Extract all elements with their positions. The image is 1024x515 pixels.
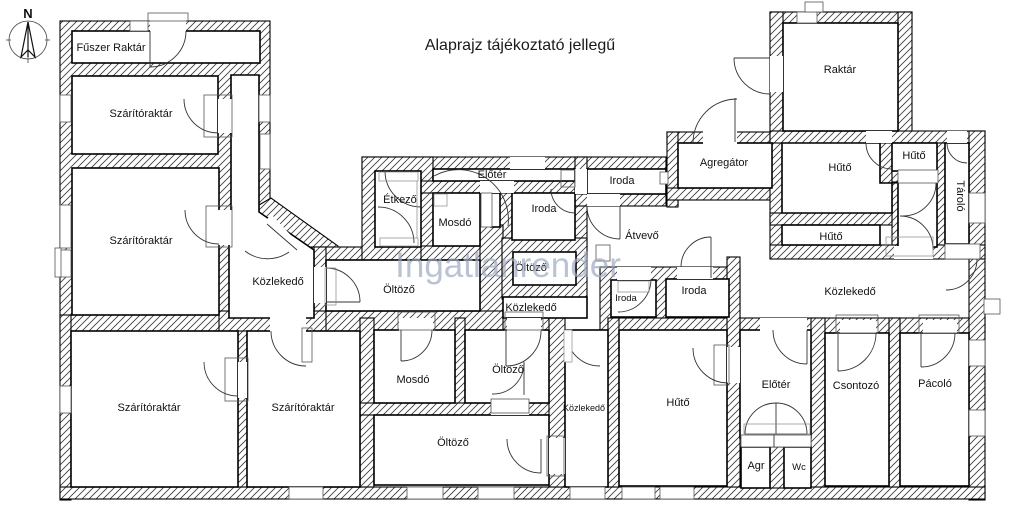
svg-text:Étkező: Étkező (383, 193, 417, 206)
svg-text:Szárítóraktár: Szárítóraktár (272, 402, 335, 414)
svg-text:Ingatlanrender: Ingatlanrender (395, 246, 621, 285)
svg-text:Átvevő: Átvevő (625, 229, 659, 242)
svg-text:Tároló: Tároló (954, 180, 966, 211)
svg-text:Agregátor: Agregátor (700, 157, 749, 169)
svg-text:Előtér: Előtér (478, 169, 507, 181)
svg-text:Öltöző: Öltöző (437, 437, 469, 449)
svg-text:Alaprajz tájékoztató jellegű: Alaprajz tájékoztató jellegű (425, 37, 615, 54)
svg-text:Iroda: Iroda (531, 203, 557, 215)
svg-text:N: N (23, 6, 32, 21)
svg-text:Szárítóraktár: Szárítóraktár (110, 235, 173, 247)
svg-text:Mosdó: Mosdó (438, 217, 471, 229)
svg-text:Fűszer Raktár: Fűszer Raktár (76, 42, 145, 54)
svg-text:Iroda: Iroda (609, 175, 635, 187)
svg-text:Szárítóraktár: Szárítóraktár (118, 402, 181, 414)
svg-text:Öltöző: Öltöző (383, 284, 415, 296)
svg-text:Előtér: Előtér (762, 379, 791, 391)
svg-text:Szárítóraktár: Szárítóraktár (110, 108, 173, 120)
svg-text:Raktár: Raktár (824, 64, 857, 76)
svg-text:Öltöző: Öltöző (515, 262, 547, 274)
svg-text:Mosdó: Mosdó (396, 374, 429, 386)
svg-text:Iroda: Iroda (681, 285, 707, 297)
svg-text:Pácoló: Pácoló (918, 378, 952, 390)
svg-text:Közlekedő: Közlekedő (563, 403, 605, 413)
svg-text:Hűtő: Hűtő (666, 397, 689, 409)
svg-text:Csontozó: Csontozó (833, 380, 879, 392)
svg-text:Öltöző: Öltöző (492, 364, 524, 376)
svg-text:Agr: Agr (747, 460, 764, 472)
svg-text:Közlekedő: Közlekedő (824, 286, 875, 298)
svg-text:Közlekedő: Közlekedő (505, 302, 556, 314)
svg-text:Hűtő: Hűtő (828, 162, 851, 174)
svg-text:Hűtő: Hűtő (902, 150, 925, 162)
svg-text:Hűtő: Hűtő (819, 231, 842, 243)
svg-text:Közlekedő: Közlekedő (252, 276, 303, 288)
svg-text:Wc: Wc (792, 462, 806, 473)
svg-text:Iroda: Iroda (615, 293, 637, 304)
